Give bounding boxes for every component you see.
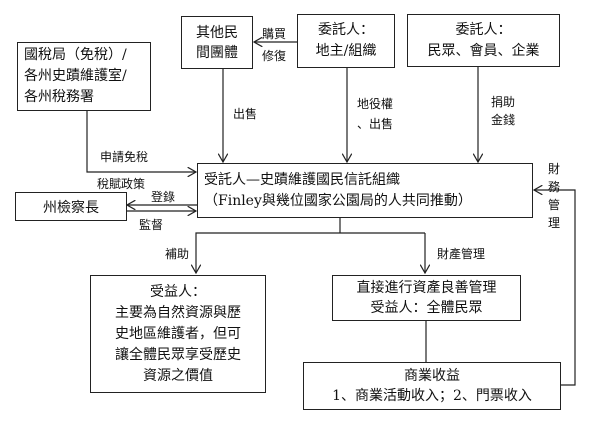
node-text: 受益人： [150, 283, 206, 300]
label-char: 理 [547, 216, 560, 230]
node-text: 讓全體民眾享受歷史 [115, 346, 241, 363]
label-donation: 捐助 [491, 95, 516, 109]
label-buy: 購買 [262, 27, 287, 41]
node-text: 委託人： [455, 21, 512, 38]
node-text: 1、商業活動收入；2、門票收入 [332, 388, 532, 404]
label-register: 登錄 [151, 190, 176, 204]
label-money: 金錢 [491, 113, 516, 127]
label-char: 務 [547, 180, 560, 194]
label-easement: 地役權 [357, 97, 394, 111]
node-other-groups: 其他民 間團體 [181, 16, 253, 69]
node-text: 國稅局（免稅）/ [24, 47, 127, 63]
node-trustor-landowner: 委託人： 地主/組織 [297, 14, 395, 68]
node-text: 間團體 [196, 44, 238, 61]
node-text: 地主/組織 [315, 43, 377, 59]
node-trustee-main: 受託人—史蹟維護國民信託組織 （Finley與幾位國家公園局的人共同推動） [197, 163, 533, 218]
node-trustor-public: 委託人： 民眾、會員、企業 [407, 14, 560, 67]
node-text: 其他民 [196, 24, 238, 41]
label-property-mgmt: 財產管理 [437, 247, 486, 261]
node-tax-bureau: 國稅局（免稅）/ 各州史蹟維護室/ 各州稅務署 [17, 42, 151, 111]
node-text: 州檢察長 [43, 199, 99, 216]
edge-finance-mgmt [534, 190, 576, 386]
node-text: 商業收益 [404, 368, 460, 384]
node-text: 史地區維護者，但可 [115, 325, 241, 342]
node-text: 直接進行資產良善管理 [356, 280, 497, 296]
label-char: 管 [547, 198, 560, 212]
node-text: 民眾、會員、企業 [427, 42, 540, 59]
node-text: 主要為自然資源與歷 [115, 304, 241, 321]
edge-apply-exemption [86, 110, 196, 172]
label-easement-sell: 、出售 [357, 117, 394, 131]
label-sell: 出售 [233, 107, 258, 121]
label-repair: 修復 [262, 49, 287, 63]
label-char: 財 [547, 162, 560, 176]
node-text: 各州稅務署 [24, 89, 94, 105]
label-supervise: 監督 [139, 218, 164, 232]
edge-subsidy [196, 232, 425, 273]
node-text: 受託人—史蹟維護國民信託組織 [204, 171, 400, 188]
label-finance-mgmt: 財 務 管 理 [547, 160, 561, 232]
node-text: 資源之價值 [143, 367, 213, 384]
label-apply-exemption: 申請免稅 [100, 150, 149, 164]
label-subsidy: 補助 [165, 247, 190, 261]
node-attorney-general: 州檢察長 [15, 192, 127, 221]
node-text: 各州史蹟維護室/ [24, 68, 127, 84]
node-text: （Finley與幾位國家公園局的人共同推動） [204, 192, 472, 209]
node-text: 委託人： [318, 22, 374, 38]
node-direct-management: 直接進行資產良善管理 受益人：全體民眾 [332, 275, 521, 321]
label-tax-policy: 稅賦政策 [97, 177, 146, 191]
node-commercial-income: 商業收益 1、商業活動收入；2、門票收入 [303, 362, 561, 410]
node-beneficiary-nature: 受益人： 主要為自然資源與歷 史地區維護者，但可 讓全體民眾享受歷史 資源之價值 [90, 275, 266, 393]
node-text: 受益人：全體民眾 [370, 300, 483, 316]
